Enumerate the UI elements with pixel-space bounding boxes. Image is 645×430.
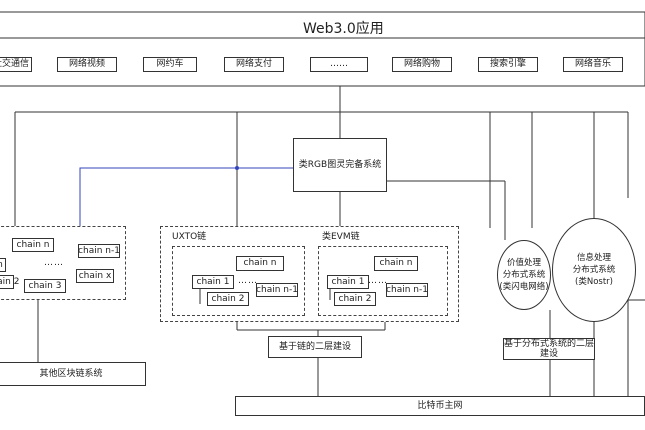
app-label-music: 网络音乐 bbox=[574, 59, 611, 69]
value-processing-circle: 价值处理 分布式系统 (类闪电网络) bbox=[497, 240, 551, 310]
blue-link-node bbox=[235, 166, 239, 170]
app-box-more: …… bbox=[310, 57, 368, 72]
utxo-chain-label-1: chain 1 bbox=[196, 276, 230, 287]
utxo-chain-box-2: chain 2 bbox=[207, 292, 249, 306]
left-chain-box-2: chain 2 bbox=[0, 275, 19, 289]
layer2-chain-box: 基于链的二层建设 bbox=[268, 336, 362, 358]
left-chain-label-n-1: chain n-1 bbox=[78, 245, 120, 256]
evm-chain-box-n-1: chain n-1 bbox=[386, 283, 428, 297]
left-chain-label-3: chain 3 bbox=[28, 280, 62, 291]
app-box-payment: 网络支付 bbox=[224, 57, 284, 72]
app-layer-frame bbox=[0, 11, 645, 87]
utxo-chain-box-n: chain n bbox=[236, 256, 284, 271]
utxo-chain-label-n: chain n bbox=[243, 258, 277, 268]
chain-outer-group bbox=[160, 226, 459, 322]
app-label-shopping: 网络购物 bbox=[403, 59, 440, 69]
btc-mainnet-label: 比特币主网 bbox=[417, 400, 463, 411]
app-box-music: 网络音乐 bbox=[563, 57, 623, 72]
app-box-video: 网络视频 bbox=[57, 57, 117, 72]
value-processing-label: 价值处理 分布式系统 (类闪电网络) bbox=[499, 258, 549, 292]
layer2-distributed-box: 基于分布式系统的二层建设 bbox=[503, 338, 595, 360]
left-chain-box-n-1: chain n-1 bbox=[78, 244, 120, 258]
utxo-chain-label-n-1: chain n-1 bbox=[256, 284, 298, 295]
left-chain-ellipsis: …… bbox=[44, 258, 64, 268]
utxo-chain-label-2: chain 2 bbox=[211, 293, 245, 304]
app-label-ridehail: 网约车 bbox=[156, 59, 184, 69]
layer2-chain-label: 基于链的二层建设 bbox=[278, 341, 351, 352]
blue-link-line bbox=[79, 167, 340, 226]
utxo-chain-ellipsis: …… bbox=[238, 276, 258, 286]
other-chains-label: 其他区块链系统 bbox=[39, 368, 103, 379]
info-processing-label: 信息处理 分布式系统 (类Nostr) bbox=[572, 253, 616, 287]
left-chain-box-n: n bbox=[0, 258, 6, 272]
left-chain-label-x: chain x bbox=[78, 270, 112, 281]
app-label-social: 社交通信 bbox=[0, 59, 29, 69]
evm-chain-label-1: chain 1 bbox=[331, 276, 365, 287]
utxo-chain-box-1: chain 1 bbox=[192, 275, 234, 289]
other-chains-box: 其他区块链系统 bbox=[0, 362, 146, 386]
app-label-search: 搜索引擎 bbox=[489, 59, 526, 69]
evm-chain-label-n: chain n bbox=[379, 258, 413, 268]
app-box-social: 社交通信 bbox=[0, 57, 32, 72]
utxo-chain-group bbox=[172, 246, 305, 316]
turing-system-label: 类RGB图灵完备系统 bbox=[298, 159, 382, 170]
left-chain-box-3: chain 3 bbox=[24, 279, 66, 293]
layer2-distributed-label: 基于分布式系统的二层建设 bbox=[504, 339, 595, 359]
left-chain-box-x: chain x bbox=[76, 269, 114, 283]
btc-mainnet-box: 比特币主网 bbox=[235, 396, 645, 416]
app-layer-title: Web3.0应用 bbox=[303, 21, 384, 37]
evm-chain-box-n: chain n bbox=[374, 256, 418, 271]
left-chain-group bbox=[0, 226, 126, 300]
app-label-more: …… bbox=[330, 59, 348, 69]
evm-chain-label-n-1: chain n-1 bbox=[386, 284, 428, 295]
app-label-video: 网络视频 bbox=[68, 59, 105, 69]
evm-chain-box-2: chain 2 bbox=[334, 292, 376, 306]
left-chain-label-n: n bbox=[0, 260, 3, 271]
evm-group-title: 类EVM链 bbox=[322, 232, 360, 242]
turing-system-box: 类RGB图灵完备系统 bbox=[293, 138, 387, 192]
evm-chain-box-1: chain 1 bbox=[327, 275, 369, 289]
left-chain-label-2: chain 2 bbox=[0, 276, 20, 287]
utxo-chain-box-n-1: chain n-1 bbox=[256, 283, 298, 297]
app-box-shopping: 网络购物 bbox=[392, 57, 452, 72]
left-chain-box-chain-n: chain n bbox=[12, 238, 54, 252]
evm-chain-group bbox=[318, 246, 448, 316]
left-chain-label-chain-n: chain n bbox=[16, 239, 50, 250]
app-box-search: 搜索引擎 bbox=[478, 57, 538, 72]
info-processing-circle: 信息处理 分布式系统 (类Nostr) bbox=[552, 218, 636, 322]
evm-chain-label-2: chain 2 bbox=[338, 293, 372, 304]
app-box-ridehail: 网约车 bbox=[143, 57, 197, 72]
app-label-payment: 网络支付 bbox=[235, 59, 272, 69]
evm-chain-ellipsis: …… bbox=[368, 276, 388, 286]
utxo-group-title: UXTO链 bbox=[172, 232, 207, 242]
